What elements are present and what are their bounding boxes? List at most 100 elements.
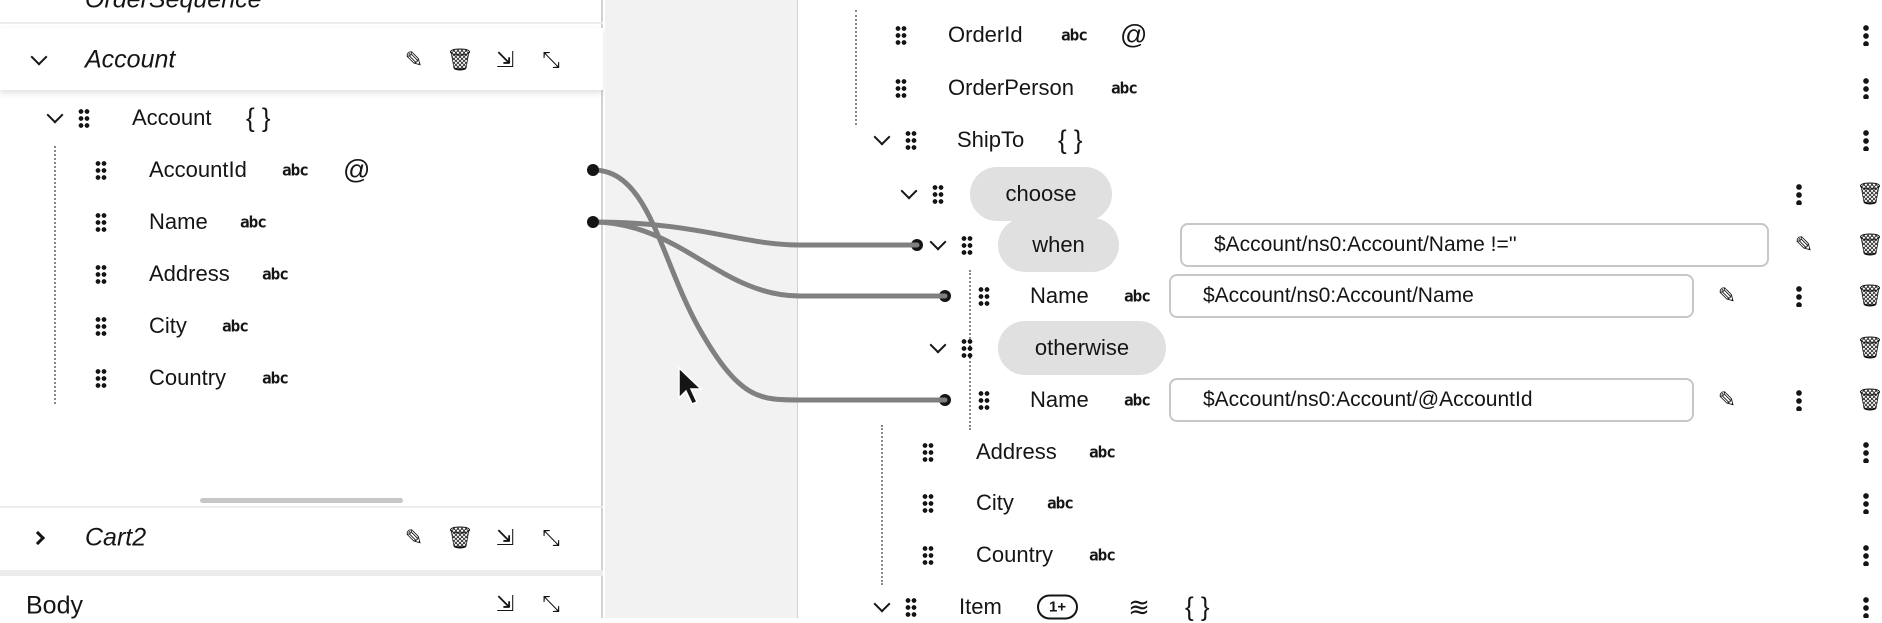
drag-handle-icon[interactable] (895, 25, 907, 45)
import-icon[interactable]: ⇲ (495, 47, 515, 72)
drag-handle-icon[interactable] (961, 235, 973, 255)
import-icon[interactable]: ⇲ (495, 591, 515, 616)
kebab-menu-icon[interactable] (1863, 24, 1869, 46)
drag-handle-icon[interactable] (978, 286, 990, 306)
field-label: OrderId (948, 22, 1023, 47)
trash-icon[interactable]: 🗑 (1856, 232, 1882, 257)
field-label: Country (976, 542, 1054, 567)
divider (0, 570, 603, 576)
otherwise-pill[interactable]: otherwise (998, 321, 1166, 375)
field-label: Name (1030, 283, 1089, 308)
trash-icon[interactable]: 🗑 (1856, 181, 1882, 206)
string-type-icon: abc (262, 368, 289, 388)
drag-handle-icon[interactable] (922, 442, 934, 462)
kebab-menu-icon[interactable] (1863, 441, 1869, 463)
import-icon[interactable]: ⇲ (495, 525, 515, 550)
kebab-menu-icon[interactable] (1863, 129, 1869, 151)
when-pill[interactable]: when (998, 218, 1119, 272)
attribute-icon: @ (343, 154, 371, 185)
pencil-icon[interactable]: ✎ (404, 47, 424, 72)
field-label: Name (149, 209, 208, 234)
divider (0, 506, 603, 508)
connector-port[interactable] (939, 394, 951, 406)
drag-handle-icon[interactable] (905, 597, 917, 617)
pencil-icon[interactable]: ✎ (404, 525, 424, 550)
drag-handle-icon[interactable] (922, 493, 934, 513)
drag-handle-icon[interactable] (922, 545, 934, 565)
drag-handle-icon[interactable] (95, 316, 107, 336)
drag-handle-icon[interactable] (978, 390, 990, 410)
string-type-icon: abc (1089, 442, 1116, 462)
chevron-down-icon[interactable] (900, 182, 918, 200)
chevron-down-icon[interactable] (873, 128, 891, 146)
source-panel: OrderSequence Account ✎ 🗑 ⇲ ⤡ Account { … (0, 0, 603, 620)
attribute-icon: @ (1120, 19, 1148, 50)
trash-icon[interactable]: 🗑 (1856, 387, 1882, 412)
export-icon[interactable]: ⤡ (542, 525, 560, 550)
mapping-expression-input[interactable]: $Account/ns0:Account/Name (1169, 274, 1694, 318)
drag-handle-icon[interactable] (932, 184, 944, 204)
drag-handle-icon[interactable] (95, 368, 107, 388)
pencil-icon[interactable]: ✎ (1717, 283, 1737, 308)
connector-port[interactable] (911, 239, 923, 251)
object-type-icon: { } (246, 102, 271, 133)
drag-handle-icon[interactable] (905, 130, 917, 150)
node-label: ShipTo (957, 127, 1025, 152)
trash-icon[interactable]: 🗑 (1856, 283, 1882, 308)
drag-handle-icon[interactable] (95, 212, 107, 232)
mapping-expression-input[interactable]: $Account/ns0:Account/@AccountId (1169, 378, 1694, 422)
string-type-icon: abc (1047, 493, 1074, 513)
horizontal-scrollbar[interactable] (200, 498, 403, 503)
string-type-icon: abc (1124, 390, 1151, 410)
field-label: OrderPerson (948, 75, 1074, 100)
chevron-down-icon[interactable] (873, 595, 891, 613)
kebab-menu-icon[interactable] (1863, 544, 1869, 566)
section-title: Account (85, 45, 176, 74)
field-label: City (149, 313, 187, 338)
object-type-icon: { } (1185, 591, 1210, 622)
pencil-icon[interactable]: ✎ (1717, 387, 1737, 412)
layers-icon: ≋ (1128, 592, 1150, 622)
object-type-icon: { } (1058, 124, 1083, 155)
section-header-cart2[interactable]: Cart2 ✎ 🗑 ⇲ ⤡ (0, 510, 603, 568)
kebab-menu-icon[interactable] (1796, 183, 1802, 205)
mapping-canvas (605, 0, 798, 618)
export-icon[interactable]: ⤡ (542, 47, 560, 72)
string-type-icon: abc (1124, 286, 1151, 306)
trash-icon[interactable]: 🗑 (446, 525, 474, 550)
trash-icon[interactable]: 🗑 (446, 47, 474, 72)
chevron-down-icon[interactable] (46, 106, 64, 124)
chevron-down-icon[interactable] (929, 336, 947, 354)
drag-handle-icon[interactable] (95, 264, 107, 284)
section-title-ordersequence[interactable]: OrderSequence (85, 0, 262, 15)
kebab-menu-icon[interactable] (1863, 77, 1869, 99)
string-type-icon: abc (1061, 25, 1088, 45)
string-type-icon: abc (1111, 78, 1138, 98)
kebab-menu-icon[interactable] (1863, 492, 1869, 514)
when-condition-input[interactable]: $Account/ns0:Account/Name !='' (1180, 223, 1769, 267)
drag-handle-icon[interactable] (95, 160, 107, 180)
tree-guide (54, 146, 56, 404)
section-header-body[interactable]: Body ⇲ ⤡ (0, 576, 603, 620)
kebab-menu-icon[interactable] (1796, 285, 1802, 307)
string-type-icon: abc (282, 160, 309, 180)
choose-pill[interactable]: choose (970, 167, 1112, 221)
chevron-down-icon[interactable] (30, 48, 48, 66)
export-icon[interactable]: ⤡ (542, 591, 560, 616)
drag-handle-icon[interactable] (961, 338, 973, 358)
trash-icon[interactable]: 🗑 (1856, 335, 1882, 360)
field-label: Name (1030, 387, 1089, 412)
field-label: Address (149, 261, 230, 286)
cardinality-badge: 1+ (1037, 594, 1079, 620)
section-header-account[interactable]: Account ✎ 🗑 ⇲ ⤡ (0, 28, 603, 90)
chevron-right-icon[interactable] (30, 530, 46, 546)
drag-handle-icon[interactable] (78, 108, 90, 128)
chevron-down-icon[interactable] (929, 233, 947, 251)
drag-handle-icon[interactable] (895, 78, 907, 98)
node-label: Item (959, 594, 1002, 619)
section-title: Body (26, 591, 83, 620)
kebab-menu-icon[interactable] (1796, 389, 1802, 411)
pencil-icon[interactable]: ✎ (1794, 232, 1814, 257)
kebab-menu-icon[interactable] (1863, 596, 1869, 618)
connector-port[interactable] (939, 290, 951, 302)
